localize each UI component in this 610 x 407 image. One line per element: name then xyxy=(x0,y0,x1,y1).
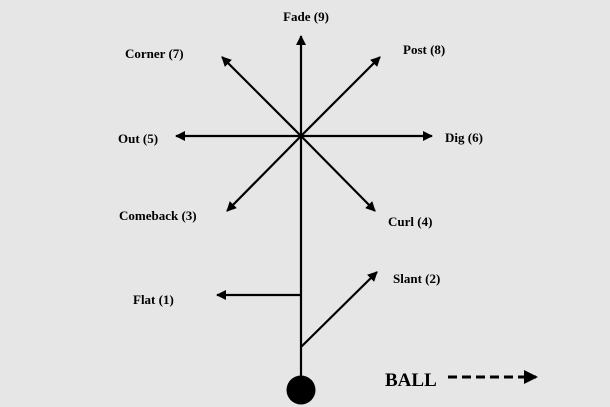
post-route-line xyxy=(300,56,381,137)
out-label: Out (5) xyxy=(118,131,158,146)
flat-label: Flat (1) xyxy=(133,292,174,307)
comeback-route-line xyxy=(226,135,302,212)
slant-label: Slant (2) xyxy=(393,271,440,286)
post-label: Post (8) xyxy=(403,42,445,57)
curl-route-line xyxy=(300,135,376,212)
dig-label: Dig (6) xyxy=(445,130,483,145)
comeback-label: Comeback (3) xyxy=(119,208,197,223)
corner-label: Corner (7) xyxy=(125,46,184,61)
ball-label: BALL xyxy=(385,370,437,391)
fade-label: Fade (9) xyxy=(283,9,329,24)
slant-route-line xyxy=(300,271,378,348)
corner-route-line xyxy=(221,56,302,137)
curl-label: Curl (4) xyxy=(388,214,432,229)
ball-icon xyxy=(286,375,316,405)
